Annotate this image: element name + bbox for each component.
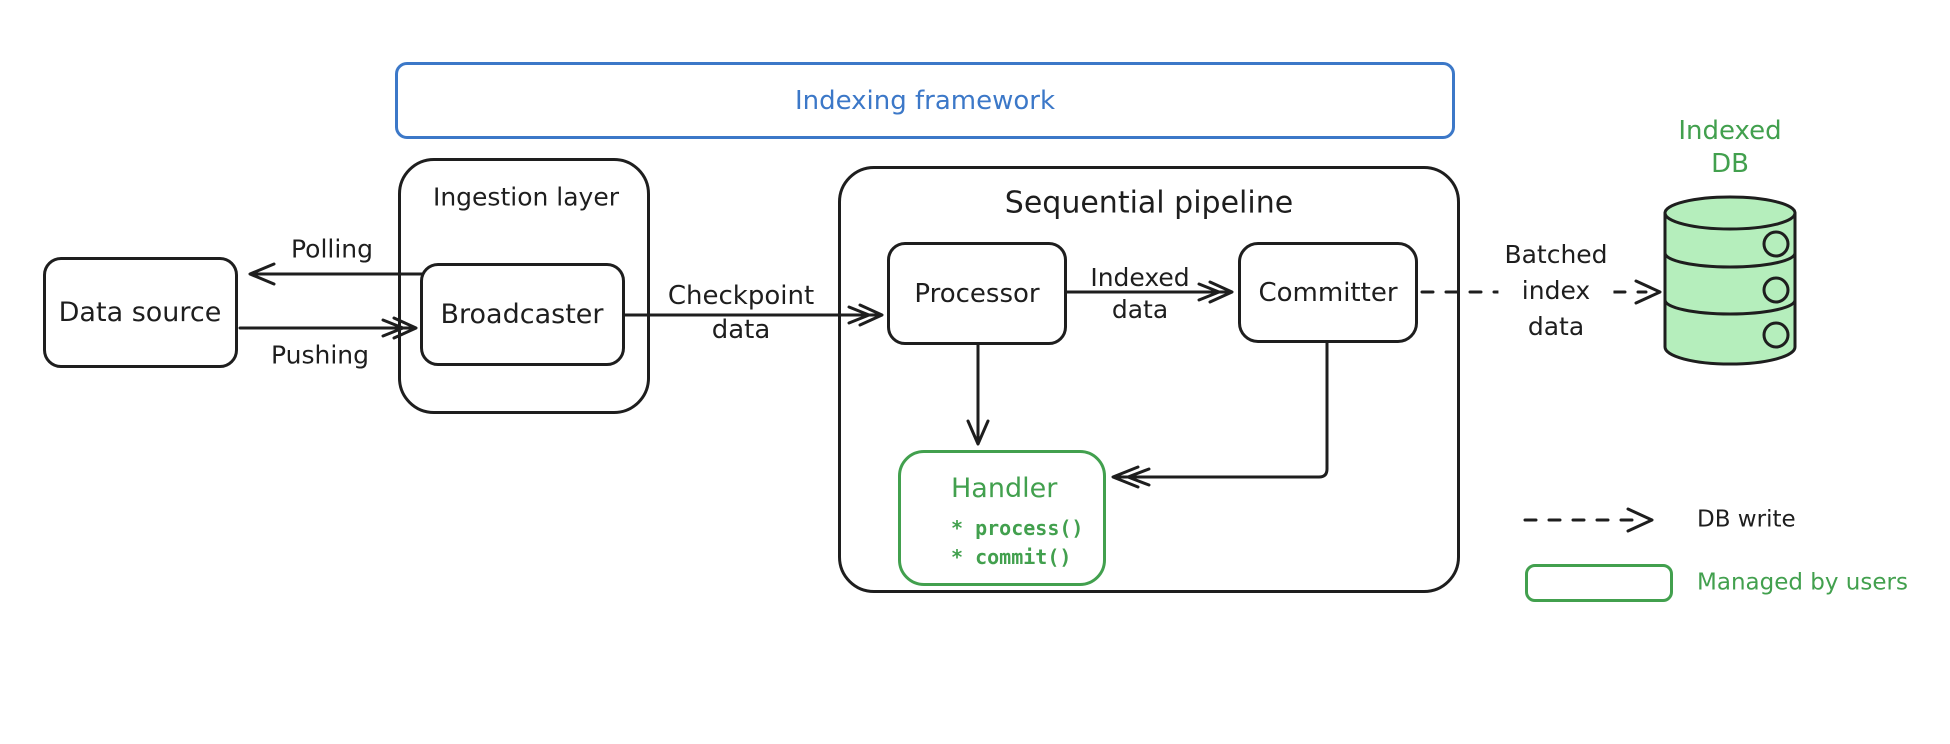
handler-title: Handler: [951, 473, 1058, 504]
database-icon: [1663, 195, 1797, 366]
db-write-arrowhead: [1634, 279, 1662, 305]
indexed-db-label: Indexed DB: [1678, 116, 1782, 179]
ingestion-layer-label: Ingestion layer: [432, 182, 620, 212]
committer-label: Committer: [1258, 277, 1398, 308]
indexed-data-arrow: [1065, 280, 1234, 304]
processor-label: Processor: [914, 278, 1040, 309]
batched-index-data-label: Batched index data: [1498, 237, 1614, 345]
legend-managed-label: Managed by users: [1697, 569, 1908, 596]
checkpoint-data-label: Checkpoint data: [667, 281, 815, 345]
broadcaster-label: Broadcaster: [440, 299, 604, 331]
processor-node: [887, 242, 1067, 345]
data-source-node: [43, 257, 238, 368]
pushing-arrow: [238, 316, 418, 340]
broadcaster-node: [420, 263, 625, 366]
ingestion-layer-node: [398, 158, 650, 414]
polling-label: Polling: [290, 234, 374, 264]
pushing-label: Pushing: [270, 340, 370, 370]
committer-handler-arrow: [1111, 341, 1329, 489]
handler-method-commit: * commit(): [951, 545, 1072, 569]
legend-db-write-label: DB write: [1697, 506, 1796, 533]
committer-node: [1238, 242, 1418, 343]
checkpoint-arrow: [623, 303, 884, 327]
indexing-framework-label: Indexing framework: [794, 85, 1056, 116]
sequential-pipeline-label: Sequential pipeline: [1004, 185, 1294, 221]
sequential-pipeline-node: [838, 166, 1460, 593]
handler-method-process: * process(): [951, 516, 1084, 540]
legend-managed-box: [1525, 564, 1673, 602]
handler-methods: * process() * commit(): [951, 514, 1103, 572]
polling-arrow: [248, 262, 424, 286]
handler-node: Handler * process() * commit(): [898, 450, 1106, 586]
data-source-label: Data source: [58, 297, 222, 329]
indexing-framework-frame: [395, 62, 1455, 139]
processor-handler-arrow: [966, 343, 990, 446]
indexed-data-label: Indexed data: [1090, 263, 1190, 324]
legend-db-write-arrowhead: [1626, 507, 1654, 533]
